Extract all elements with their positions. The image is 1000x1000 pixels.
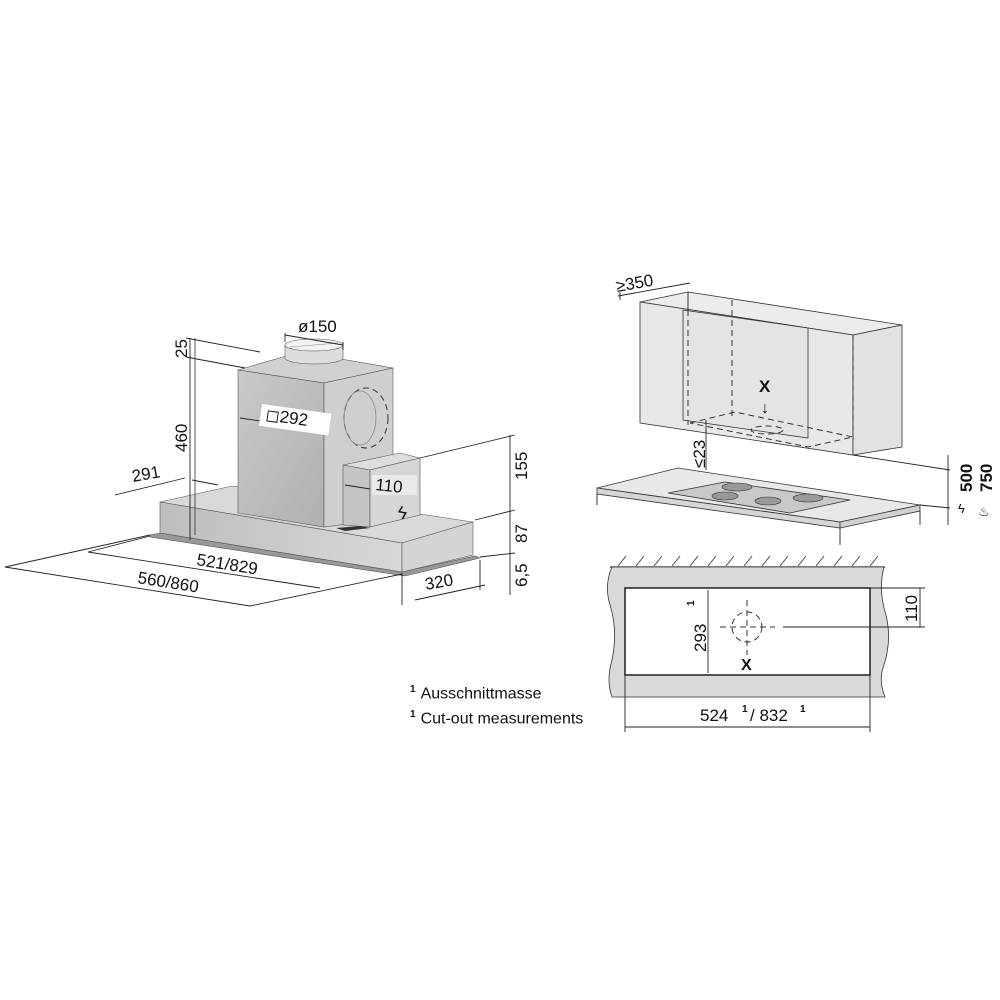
dim-duct-diameter: ø150 (298, 317, 337, 336)
cutout-marker-x: X (741, 657, 752, 674)
dim-box-width: 110 (375, 475, 404, 497)
dim-tower-offset: 291 (130, 462, 161, 486)
dim-box-height: 155 (512, 452, 531, 480)
canopy-side (401, 521, 474, 573)
hob-zone (711, 491, 739, 501)
dim-canopy-height: 87 (512, 524, 531, 543)
footnote-mark: 1 (410, 684, 416, 695)
legend-item-de: 1 Ausschnittmasse (410, 684, 542, 703)
arrow-down-icon: ↓ (761, 400, 769, 417)
footnote-mark: 1 (742, 704, 748, 715)
electric-box-front (342, 464, 371, 528)
legend-text: Cut-out measurements (420, 710, 584, 728)
electric-icon: ϟ (958, 501, 965, 516)
dim-inner-width: 521/829 (195, 550, 259, 578)
hob-zone (754, 496, 782, 506)
dim-outer-width: 560/860 (136, 568, 200, 596)
installation-drawing: X ↓ ≥350 ≤23 500 750 ϟ ♨ (596, 271, 996, 545)
hob (667, 481, 851, 514)
dim-min-height-gas: 750 (977, 464, 996, 492)
footnote-mark: 1 (686, 600, 697, 606)
hood-drawing: ϟ ø150 25 460 ◻292 291 110 155 87 6,5 52… (4, 317, 531, 607)
dim-recess: ≤23 (690, 440, 709, 468)
cabinet-side (852, 324, 903, 456)
dim-cutout-depth: 293 (691, 624, 710, 652)
dim-cutout-width: 524 (700, 706, 728, 725)
hob-zone (792, 493, 824, 503)
wall-hatching (617, 555, 879, 567)
dim-min-height-electric: 500 (957, 464, 976, 492)
dim-cabinet-depth: ≥350 (614, 271, 654, 296)
tower-front (237, 369, 325, 528)
hob-zone (721, 482, 753, 492)
cutout-drawing: X 293 1 110 524 1 / 832 1 (607, 555, 925, 732)
marker-x: X (759, 377, 771, 396)
hood-dimension-lines (4, 333, 516, 607)
legend-item-en: 1 Cut-out measurements (410, 709, 583, 728)
dim-spigot-height: 25 (172, 339, 191, 358)
gas-flame-icon: ♨ (978, 504, 990, 519)
footnote-mark: 1 (410, 709, 416, 720)
legend-text: Ausschnittmasse (420, 685, 542, 703)
footnote-mark: 1 (800, 704, 806, 715)
electric-icon: ϟ (396, 502, 409, 523)
dim-depth: 320 (423, 570, 454, 594)
dim-outlet-offset: 110 (902, 595, 921, 622)
dim-glass-thickness: 6,5 (512, 563, 531, 587)
dim-total-height: 460 (172, 424, 191, 452)
dim-cutout-width-alt: / 832 (750, 706, 788, 725)
